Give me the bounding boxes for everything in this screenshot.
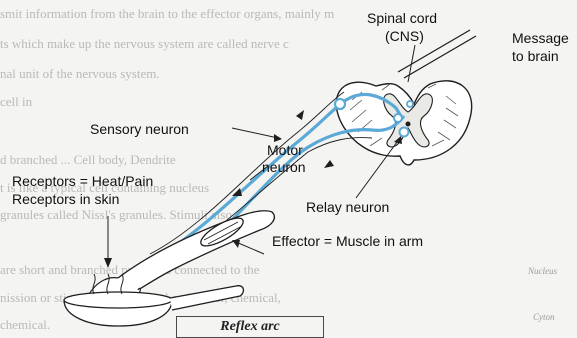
message-label-line-2: to brain <box>512 48 559 65</box>
motor-neuron-label-line-2: neuron <box>262 159 306 176</box>
sensory-neuron-label: Sensory neuron <box>90 121 189 138</box>
spinal-cord-label: Spinal cord <box>367 10 437 27</box>
effector-label: Effector = Muscle in arm <box>272 233 423 250</box>
cns-label: (CNS) <box>385 28 424 45</box>
spinal-cord-cross-section <box>336 81 471 165</box>
motor-neuron-label-line-1: Motor <box>267 142 303 159</box>
sensory-neuron-pointer <box>232 128 278 138</box>
relay-neuron-cell <box>394 114 402 122</box>
motor-direction-arrow <box>232 188 242 196</box>
cns-label-pointer <box>408 45 415 82</box>
figure-caption: Reflex arc <box>176 316 324 338</box>
sensory-ganglion <box>335 99 345 109</box>
receptors-label-line-1: Receptors = Heat/Pain <box>12 173 153 190</box>
caption-text: Reflex arc <box>220 319 279 335</box>
arm-illustration <box>90 211 274 305</box>
receptors-label-line-2: Receptors in skin <box>12 191 119 208</box>
effector-pointer <box>236 242 264 254</box>
sensory-direction-arrow <box>296 110 304 120</box>
message-label-line-1: Message <box>512 30 569 47</box>
motor-neuron-cell <box>400 128 409 137</box>
relay-neuron-label: Relay neuron <box>306 199 389 216</box>
